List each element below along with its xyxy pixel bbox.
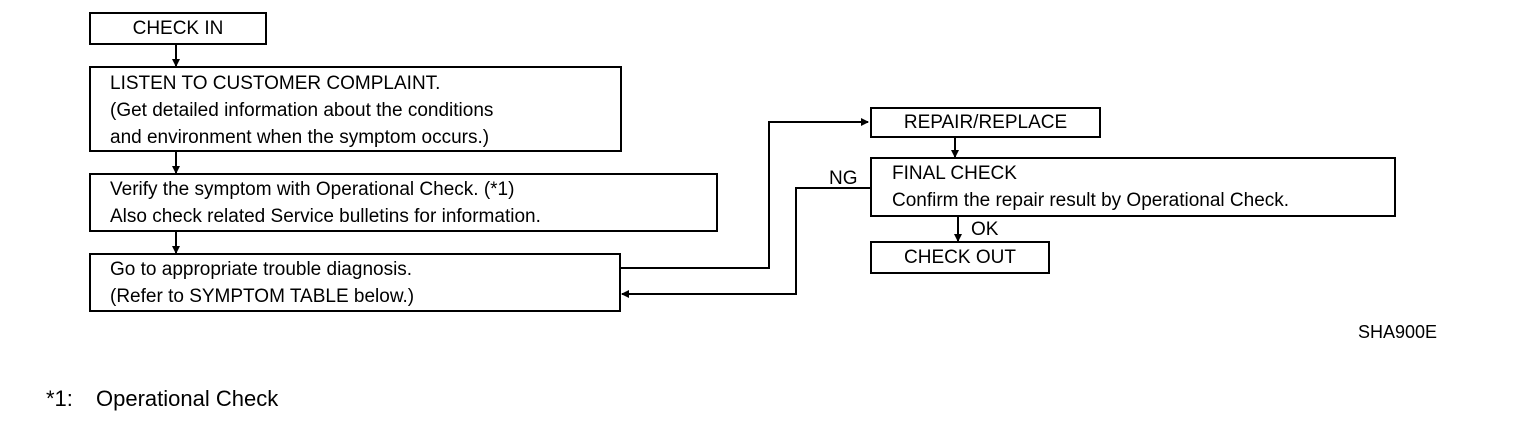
- trouble-diagnosis-box: Go to appropriate trouble diagnosis. (Re…: [89, 253, 621, 312]
- check-in-label: CHECK IN: [132, 18, 224, 39]
- ok-label: OK: [971, 219, 999, 240]
- listen-line-3: and environment when the symptom occurs.…: [110, 127, 490, 148]
- goto-line-1: Go to appropriate trouble diagnosis.: [110, 259, 413, 280]
- check-in-box: CHECK IN: [89, 12, 267, 45]
- listen-customer-box: LISTEN TO CUSTOMER COMPLAINT. (Get detai…: [89, 66, 622, 152]
- footnote-marker: *1:: [46, 386, 73, 411]
- final-check-line-1: FINAL CHECK: [892, 163, 1017, 184]
- verify-line-2: Also check related Service bulletins for…: [110, 206, 541, 227]
- verify-line-1: Verify the symptom with Operational Chec…: [110, 179, 515, 200]
- goto-line-2: (Refer to SYMPTOM TABLE below.): [110, 286, 415, 307]
- footnote-text: Operational Check: [96, 386, 279, 411]
- ng-label: NG: [829, 168, 858, 189]
- listen-line-1: LISTEN TO CUSTOMER COMPLAINT.: [110, 73, 441, 94]
- final-check-line-2: Confirm the repair result by Operational…: [892, 190, 1290, 211]
- check-out-label: CHECK OUT: [904, 247, 1016, 268]
- check-out-box: CHECK OUT: [870, 241, 1050, 274]
- verify-symptom-box: Verify the symptom with Operational Chec…: [89, 173, 718, 232]
- repair-replace-box: REPAIR/REPLACE: [870, 107, 1101, 138]
- final-check-box: FINAL CHECK Confirm the repair result by…: [870, 157, 1396, 217]
- arrow-ng-to-goto: [621, 187, 870, 298]
- repair-replace-label: REPAIR/REPLACE: [903, 112, 1068, 133]
- figure-code: SHA900E: [1358, 322, 1438, 342]
- listen-line-2: (Get detailed information about the cond…: [110, 100, 494, 121]
- arrow-goto-to-repair: [621, 118, 869, 269]
